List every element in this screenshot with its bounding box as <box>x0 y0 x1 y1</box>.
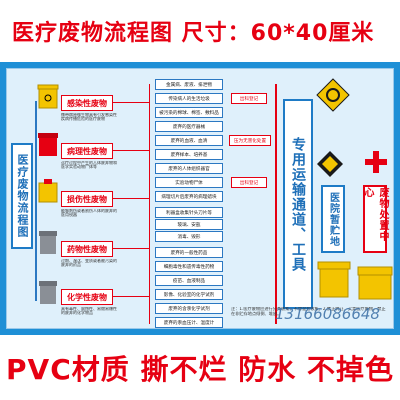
connector <box>149 84 150 324</box>
storage-text: 医院暂贮地 <box>327 191 339 247</box>
item-box: 废弃的人体组织器官 <box>155 163 223 174</box>
category-sharps: 损伤性废物 <box>61 191 113 207</box>
yellow-bin-icon <box>357 266 393 300</box>
item-box: 废弃的含汞化学试剂 <box>155 303 223 314</box>
grey-bin-icon-2 <box>39 281 57 304</box>
double-bag-tag: 压为无害化处置 <box>229 135 271 146</box>
connector <box>275 84 277 324</box>
item-box: 被污染的棉球、棉签、敷料品 <box>155 107 223 118</box>
yellow-bin-icon <box>317 261 351 298</box>
connector <box>35 101 37 301</box>
seal-tag: 出科登记 <box>231 177 267 188</box>
item-box: 影像、化验室的化学试剂 <box>155 289 223 300</box>
biohazard-icon-2 <box>317 151 343 177</box>
item-box: 废弃的一般性药品 <box>155 247 223 258</box>
register-tag: 出科登记 <box>231 93 267 104</box>
connector <box>113 296 149 297</box>
item-box: 病理切片后废弃的病理蜡块 <box>155 191 223 202</box>
footer-slogan: PVC材质 撕不烂 防水 不掉色 <box>6 352 394 386</box>
item-box: 消毒、毁形 <box>155 231 223 242</box>
page-footer: PVC材质 撕不烂 防水 不掉色 <box>0 335 400 400</box>
yellow-bin-icon <box>37 84 59 109</box>
left-title-box: 医疗废物流程图 <box>11 143 33 249</box>
category-pharmaceutical: 药物性废物 <box>61 241 113 257</box>
storage-box: 医院暂贮地 <box>321 185 345 253</box>
item-box: 金属病、废液、排泄物 <box>155 79 223 90</box>
category-infectious: 感染性废物 <box>61 95 113 111</box>
item-box: 利器盒收集针头刀片等 <box>155 207 223 218</box>
item-box: 废弃样本、培养基 <box>155 149 223 160</box>
item-box: 细胞毒性和遗传毒性药物 <box>155 261 223 272</box>
page-header: 医疗废物流程图 尺寸：60*40厘米 <box>0 0 400 62</box>
poster-inner: 医疗废物流程图 感染性废物 病理性废物 损伤性废物 药物性废物 化学性废物 携带… <box>6 68 394 329</box>
category-desc: 能够刺伤或者割伤人体的废弃的医用锐器 <box>61 209 117 218</box>
item-box: 废弃的血液、血清 <box>155 135 223 146</box>
category-desc: 诊疗过程中产生的人体废弃物和医学实验动物尸体等 <box>61 161 117 170</box>
footer-note: 注：1.医疗废物应进行分类收集，不得混合收集。2.禁止转让、买卖医疗废物，禁止在… <box>231 307 386 316</box>
item-box: 玻璃、安瓿 <box>155 219 223 230</box>
biohazard-icon <box>316 78 350 112</box>
disposal-text: 废物处置中心 <box>362 187 388 242</box>
grey-bin-icon <box>39 231 57 254</box>
watermark: 13166086648 <box>275 305 380 323</box>
left-title: 医疗废物流程图 <box>16 154 29 238</box>
category-desc: 具有毒性、腐蚀性、易燃易爆性的废弃的化学物品 <box>61 307 117 316</box>
item-box: 疫苗、血液制品 <box>155 275 223 286</box>
item-box: 废弃的医疗器械 <box>155 121 223 132</box>
connector <box>113 248 149 249</box>
poster: 医疗废物流程图 感染性废物 病理性废物 损伤性废物 药物性废物 化学性废物 携带… <box>0 62 400 335</box>
disposal-box: 废物处置中心 <box>362 185 388 253</box>
category-chemical: 化学性废物 <box>61 289 113 305</box>
item-box: 实验动物尸体 <box>155 177 223 188</box>
category-desc: 携带病原微生物具有引发感染性疾病传播危险的医疗废物 <box>61 113 117 122</box>
page-title: 医疗废物流程图 尺寸：60*40厘米 <box>12 21 375 46</box>
connector <box>113 102 149 103</box>
hospital-cross-icon <box>365 151 387 173</box>
item-box: 传染病人的生活垃圾 <box>155 93 223 104</box>
category-desc: 过期、淘汰、变质或者被污染的废弃的药品 <box>61 259 117 268</box>
item-box: 废弃的汞血压计、温度计 <box>155 317 223 328</box>
connector <box>113 150 149 151</box>
sharps-box-icon <box>38 179 58 203</box>
transport-channel-box: 专用运输通道、工具 <box>283 99 313 309</box>
transport-channel-text: 专用运输通道、工具 <box>290 136 306 272</box>
red-bin-icon <box>38 133 58 156</box>
connector <box>113 198 149 199</box>
category-pathological: 病理性废物 <box>61 143 113 159</box>
